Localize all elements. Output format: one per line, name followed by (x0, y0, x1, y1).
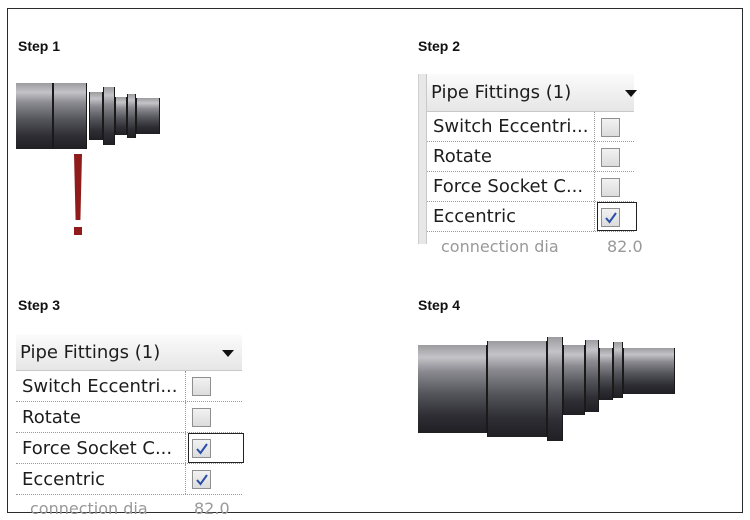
step-4-label: Step 4 (418, 297, 461, 313)
step-3-cut-row-label: connection dia (30, 499, 148, 518)
dropdown-arrow-icon[interactable] (625, 90, 637, 97)
figure-frame: Step 1 Step 2 Step 3 Step 4 Pipe Fitting… (7, 8, 743, 518)
step-2-type-selector[interactable]: Pipe Fittings (1) (427, 74, 637, 112)
property-label: Switch Eccentri... (16, 371, 186, 401)
property-row: Switch Eccentri... (427, 112, 634, 142)
step-3-type-selector[interactable]: Pipe Fittings (1) (16, 335, 242, 371)
step-1-pipe (16, 77, 160, 153)
check-icon (604, 211, 617, 224)
property-checkbox[interactable] (601, 178, 620, 197)
property-label: Force Socket C... (427, 172, 595, 201)
property-checkbox[interactable] (192, 470, 211, 489)
property-row: Force Socket C... (16, 433, 244, 464)
step-2-cut-row: connection dia 82.0 (441, 237, 643, 256)
property-checkbox[interactable] (192, 439, 211, 458)
step-3-properties-panel: Pipe Fittings (1) Switch Eccentri...Rota… (16, 335, 244, 518)
step-3-panel-title: Pipe Fittings (1) (20, 342, 161, 363)
property-row: Switch Eccentri... (16, 371, 242, 402)
step-2-panel-title: Pipe Fittings (1) (431, 82, 572, 103)
focused-cell-outline (188, 433, 244, 463)
property-value-cell (186, 371, 242, 401)
property-row: Eccentric (16, 464, 242, 495)
step-2-cut-row-label: connection dia (441, 237, 559, 256)
step-3-cut-row-value: 82.0 (194, 499, 230, 518)
property-row: Force Socket C... (427, 172, 634, 202)
property-label: Eccentric (427, 202, 595, 231)
property-value-cell (186, 464, 242, 494)
step-3-cut-row: connection dia 82.0 (30, 499, 230, 518)
focused-cell-outline (597, 202, 637, 231)
step-2-label: Step 2 (418, 38, 461, 54)
property-label: Force Socket C... (16, 433, 186, 463)
step-2-properties-panel: Pipe Fittings (1) Switch Eccentri...Rota… (418, 74, 643, 256)
property-label: Rotate (427, 142, 595, 171)
check-icon (195, 442, 208, 455)
property-checkbox[interactable] (601, 208, 620, 227)
property-label: Switch Eccentri... (427, 112, 595, 141)
step-4-pipe (418, 333, 678, 445)
property-value-cell (595, 172, 634, 201)
step-1-label: Step 1 (18, 38, 61, 54)
dropdown-arrow-icon[interactable] (222, 350, 234, 357)
step-2-cut-row-value: 82.0 (607, 237, 643, 256)
property-value-cell (595, 142, 634, 171)
property-label: Rotate (16, 402, 186, 432)
property-label: Eccentric (16, 464, 186, 494)
property-value-cell (595, 112, 634, 141)
check-icon (195, 473, 208, 486)
exclamation-icon (71, 154, 85, 244)
property-value-cell (595, 202, 634, 231)
property-checkbox[interactable] (601, 148, 620, 167)
property-checkbox[interactable] (601, 118, 620, 137)
property-value-cell (186, 433, 242, 463)
property-checkbox[interactable] (192, 408, 211, 427)
property-row: Eccentric (427, 202, 637, 232)
step-3-label: Step 3 (18, 297, 61, 313)
property-checkbox[interactable] (192, 377, 211, 396)
property-value-cell (186, 402, 242, 432)
property-row: Rotate (427, 142, 634, 172)
property-row: Rotate (16, 402, 242, 433)
